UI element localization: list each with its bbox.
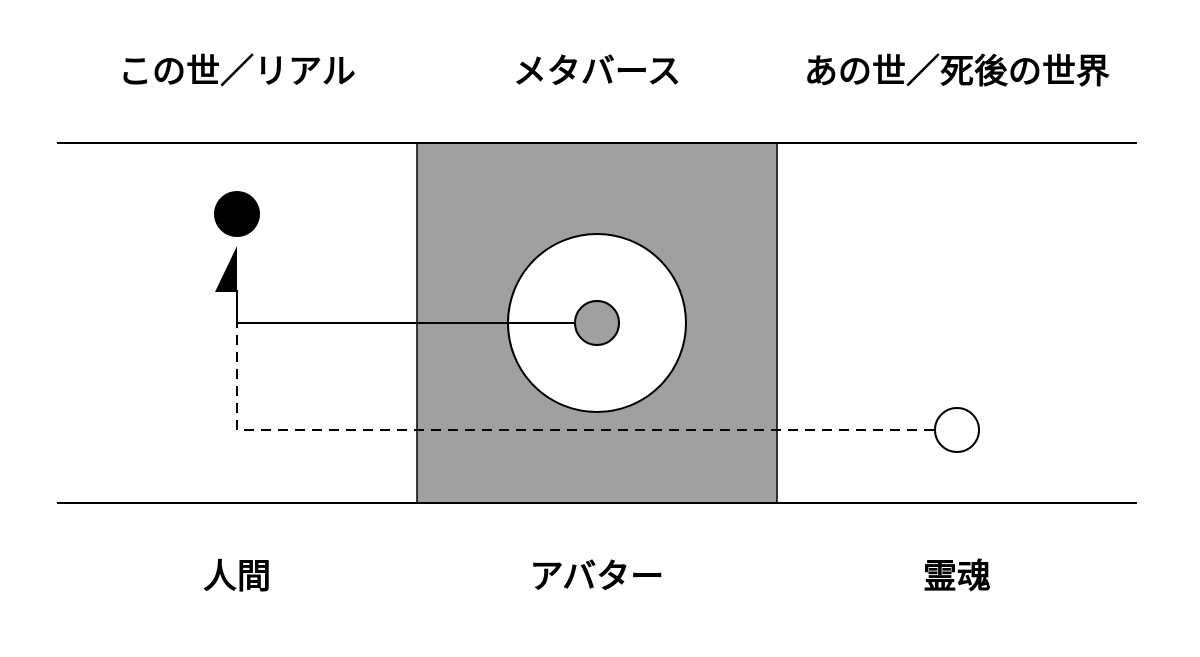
human-head-icon	[214, 191, 260, 237]
soul-link-dashed-line	[236, 323, 934, 431]
soul-circle-icon	[934, 407, 980, 453]
heading-afterlife: あの世／死後の世界	[804, 52, 1110, 92]
label-human: 人間	[203, 557, 271, 597]
avatar-core-circle	[574, 300, 620, 346]
label-avatar: アバター	[529, 557, 665, 597]
heading-metaverse: メタバース	[512, 52, 682, 92]
heading-this-world: この世／リアル	[118, 52, 356, 92]
human-body-icon	[215, 246, 237, 292]
label-soul: 霊魂	[923, 557, 991, 597]
